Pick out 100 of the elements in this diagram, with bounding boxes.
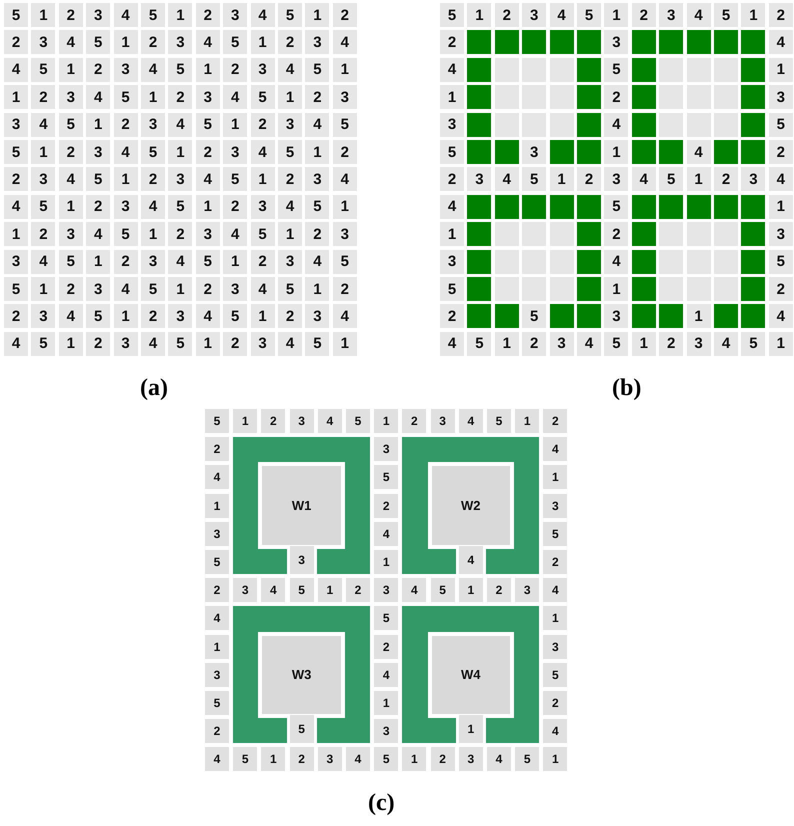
number-cell: 4 xyxy=(278,58,302,82)
number-cell: 5 xyxy=(543,522,568,546)
number-cell: 5 xyxy=(543,662,568,687)
number-cell: 4 xyxy=(440,194,464,219)
number-cell: 5 xyxy=(168,194,192,219)
number-cell: 1 xyxy=(768,58,793,82)
number-cell: 3 xyxy=(141,250,165,274)
number-cell: 1 xyxy=(686,167,711,192)
number-cell: 5 xyxy=(305,194,330,219)
number-cell: 3 xyxy=(278,250,302,274)
number-cell: 4 xyxy=(4,332,28,356)
number-cell: 1 xyxy=(604,3,628,27)
number-cell: 1 xyxy=(458,578,483,602)
number-cell: 3 xyxy=(168,30,192,54)
number-cell: 2 xyxy=(205,578,229,602)
number-cell: 4 xyxy=(686,3,711,27)
number-cell: 3 xyxy=(768,85,793,110)
number-cell: 2 xyxy=(374,634,398,659)
number-cell: 3 xyxy=(168,304,192,328)
number-cell: 4 xyxy=(318,409,342,433)
number-cell: 4 xyxy=(768,304,793,328)
number-cell: 3 xyxy=(522,3,546,27)
number-cell: 2 xyxy=(768,140,793,164)
number-cell: 4 xyxy=(494,167,519,192)
number-cell: 1 xyxy=(332,332,357,356)
number-cell: 5 xyxy=(205,409,229,433)
number-cell: 5 xyxy=(768,112,793,137)
number-cell: 2 xyxy=(543,550,568,574)
number-cell: 1 xyxy=(250,167,275,192)
number-cell: 4 xyxy=(305,250,330,274)
number-cell: 5 xyxy=(168,58,192,82)
room-box: W3 xyxy=(258,632,345,718)
number-cell: 4 xyxy=(332,167,357,192)
number-cell: 4 xyxy=(604,112,628,137)
number-cell: 2 xyxy=(487,578,511,602)
number-cell: 2 xyxy=(522,332,546,356)
number-cell: 4 xyxy=(114,277,138,301)
number-cell: 3 xyxy=(114,332,138,356)
number-cell: 5 xyxy=(522,167,546,192)
number-cell: 3 xyxy=(114,194,138,219)
number-cell: 4 xyxy=(305,112,330,137)
number-cell: 5 xyxy=(223,30,248,54)
number-cell: 3 xyxy=(168,167,192,192)
number-cell: 2 xyxy=(261,409,286,433)
number-cell: 2 xyxy=(196,3,220,27)
number-cell: 3 xyxy=(430,409,455,433)
number-cell: 2 xyxy=(430,747,455,772)
number-cell: 1 xyxy=(374,691,398,715)
number-cell: 1 xyxy=(632,332,656,356)
number-cell: 2 xyxy=(305,85,330,110)
number-cell: 5 xyxy=(290,578,314,602)
number-cell: 5 xyxy=(305,332,330,356)
number-cell: 4 xyxy=(604,250,628,274)
number-cell: 5 xyxy=(4,277,28,301)
number-cell: 1 xyxy=(305,277,330,301)
number-cell: 4 xyxy=(141,194,165,219)
number-cell: 3 xyxy=(440,112,464,137)
number-cell: 2 xyxy=(4,304,28,328)
number-cell: 3 xyxy=(250,58,275,82)
number-cell: 3 xyxy=(141,112,165,137)
number-cell: 2 xyxy=(440,30,464,54)
number-cell: 1 xyxy=(168,277,192,301)
room-box: W2 xyxy=(428,462,514,549)
number-cell: 4 xyxy=(31,250,56,274)
number-cell: 5 xyxy=(141,140,165,164)
number-cell: 5 xyxy=(114,85,138,110)
number-cell: 5 xyxy=(332,250,357,274)
number-cell: 1 xyxy=(31,277,56,301)
number-cell: 5 xyxy=(58,250,83,274)
number-cell: 3 xyxy=(4,112,28,137)
number-cell: 5 xyxy=(467,332,492,356)
number-cell: 2 xyxy=(58,3,83,27)
number-cell: 5 xyxy=(168,332,192,356)
number-cell: 3 xyxy=(31,304,56,328)
number-cell: 4 xyxy=(278,194,302,219)
number-cell: 3 xyxy=(374,578,398,602)
number-cell: 4 xyxy=(440,58,464,82)
number-cell: 2 xyxy=(543,409,568,433)
number-cell: 5 xyxy=(205,691,229,715)
number-cell: 2 xyxy=(114,112,138,137)
number-cell: 4 xyxy=(58,167,83,192)
number-cell: 5 xyxy=(114,222,138,246)
number-cell: 1 xyxy=(86,112,110,137)
number-cell: 2 xyxy=(604,85,628,110)
number-cell: 4 xyxy=(768,167,793,192)
room-box: W4 xyxy=(428,632,514,718)
number-cell: 5 xyxy=(374,606,398,630)
number-cell: 5 xyxy=(4,140,28,164)
number-cell: 4 xyxy=(374,662,398,687)
number-cell: 2 xyxy=(205,719,229,744)
number-cell: 4 xyxy=(196,167,220,192)
number-cell: 3 xyxy=(522,140,546,164)
number-cell: 3 xyxy=(741,167,766,192)
number-cell: 4 xyxy=(31,112,56,137)
number-cell: 4 xyxy=(86,222,110,246)
number-cell: 1 xyxy=(168,140,192,164)
number-cell: 5 xyxy=(577,3,601,27)
number-cell: 3 xyxy=(332,222,357,246)
number-cell: 3 xyxy=(604,30,628,54)
number-cell: 1 xyxy=(58,332,83,356)
